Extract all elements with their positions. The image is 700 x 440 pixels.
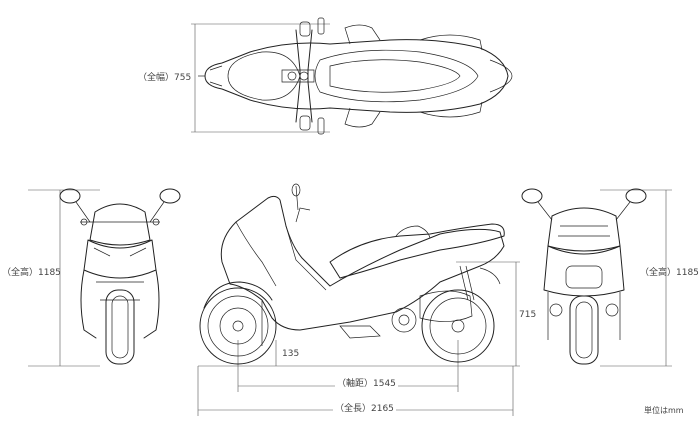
- rear-height-label: （全高）1185: [640, 268, 699, 278]
- rear-height-dimension-line: [600, 189, 672, 367]
- top-view-drawing: [191, 17, 513, 135]
- width-label: （全幅）755: [138, 73, 192, 83]
- front-height-label: （全高）1185: [2, 268, 61, 278]
- wheelbase-label: （軸距）1545: [335, 379, 398, 390]
- length-label: （全長）2165: [333, 404, 396, 415]
- side-dimension-lines: [197, 261, 520, 416]
- seat-height-label: 715: [519, 310, 537, 320]
- width-dimension-line: [191, 23, 330, 133]
- front-view-drawing: [28, 188, 181, 367]
- ground-clearance-label: 135: [282, 349, 300, 359]
- rear-view-drawing: [521, 188, 672, 367]
- unit-note: 単位はmm: [644, 406, 684, 415]
